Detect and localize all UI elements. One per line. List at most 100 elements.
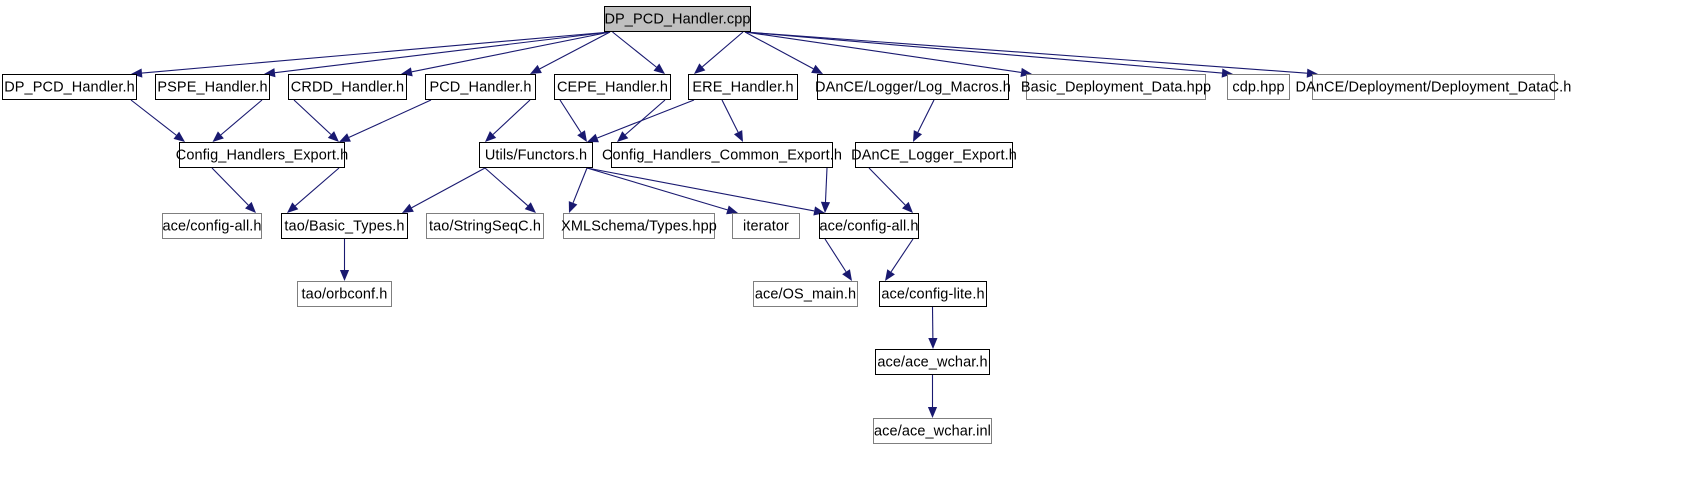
graph-node-cepe_h[interactable]: CEPE_Handler.h — [554, 74, 671, 100]
graph-edge-arrowhead — [913, 130, 923, 142]
graph-edge-arrowhead — [485, 131, 497, 142]
graph-edge — [624, 99, 666, 136]
graph-edge — [211, 167, 249, 206]
graph-node-label: Config_Handlers_Export.h — [175, 147, 349, 164]
graph-edge-arrowhead — [842, 269, 852, 281]
graph-edge — [141, 31, 611, 74]
graph-edge-arrowhead — [339, 133, 351, 142]
graph-edge-arrowhead — [402, 203, 414, 213]
graph-edge — [586, 167, 728, 211]
graph-edge — [539, 31, 611, 70]
graph-node-crdd_h[interactable]: CRDD_Handler.h — [288, 74, 407, 100]
graph-node-label: ace/config-all.h — [819, 218, 919, 235]
graph-edge — [130, 99, 177, 136]
graph-edge-arrowhead — [568, 201, 578, 213]
graph-edge — [744, 31, 1022, 73]
graph-node-label: tao/orbconf.h — [301, 286, 388, 303]
graph-node-xml_types[interactable]: XMLSchema/Types.hpp — [561, 213, 717, 239]
graph-node-basic_types[interactable]: tao/Basic_Types.h — [281, 213, 408, 239]
graph-node-label: ace/ace_wchar.inl — [874, 423, 991, 440]
graph-edge — [824, 167, 828, 203]
graph-edge — [612, 31, 657, 68]
graph-node-label: DAnCE/Deployment/Deployment_DataC.h — [1295, 79, 1572, 96]
graph-node-functors[interactable]: Utils/Functors.h — [479, 142, 593, 168]
graph-edge — [917, 99, 935, 133]
graph-edge — [868, 167, 906, 206]
graph-edge — [293, 99, 332, 135]
graph-node-label: ace/config-lite.h — [881, 286, 985, 303]
graph-node-label: Config_Handlers_Common_Export.h — [601, 147, 843, 164]
graph-edge — [586, 167, 815, 212]
graph-node-label: tao/StringSeqC.h — [428, 218, 542, 235]
graph-node-dp_pcd_h[interactable]: DP_PCD_Handler.h — [2, 74, 137, 100]
graph-edge-arrowhead — [928, 337, 938, 349]
graph-edge — [890, 238, 914, 273]
graph-edge-arrowhead — [653, 63, 665, 74]
graph-edge — [744, 31, 1308, 74]
graph-node-dance_logexp[interactable]: DAnCE_Logger_Export.h — [851, 142, 1017, 168]
graph-node-label: Utils/Functors.h — [484, 147, 588, 164]
graph-node-cfg_all_1[interactable]: ace/config-all.h — [162, 213, 262, 239]
graph-node-label: ace/OS_main.h — [754, 286, 857, 303]
graph-edge — [492, 99, 531, 135]
graph-node-stringseqc[interactable]: tao/StringSeqC.h — [426, 213, 544, 239]
graph-edge-arrowhead — [587, 133, 599, 143]
graph-edge-arrowhead — [694, 63, 706, 74]
graph-edge-arrowhead — [811, 64, 823, 74]
graph-edge — [411, 31, 611, 73]
graph-edge — [572, 167, 588, 203]
graph-edge-arrowhead — [902, 201, 913, 213]
graph-edge-arrowhead — [524, 202, 536, 213]
graph-node-label: cdp.hpp — [1232, 79, 1285, 96]
graph-node-label: DP_PCD_Handler.cpp — [604, 11, 751, 28]
graph-node-label: PCD_Handler.h — [429, 79, 532, 96]
graph-node-cfg_lite[interactable]: ace/config-lite.h — [879, 281, 987, 307]
graph-node-label: ERE_Handler.h — [692, 79, 794, 96]
graph-edge-arrowhead — [212, 131, 224, 142]
graph-edge — [559, 99, 582, 134]
graph-edge — [411, 167, 486, 209]
graph-edge — [348, 99, 432, 138]
graph-node-ace_wchar_h[interactable]: ace/ace_wchar.h — [875, 349, 990, 375]
graph-node-log_macros[interactable]: DAnCE/Logger/Log_Macros.h — [815, 74, 1011, 100]
graph-edge-arrowhead — [617, 131, 629, 142]
graph-node-pcd_h[interactable]: PCD_Handler.h — [425, 74, 536, 100]
graph-node-basic_dep[interactable]: Basic_Deployment_Data.hpp — [1021, 74, 1211, 100]
graph-edge-arrowhead — [820, 201, 831, 213]
graph-node-orbconf[interactable]: tao/orbconf.h — [297, 281, 392, 307]
graph-edge — [744, 31, 1223, 74]
graph-node-ace_wchar_i[interactable]: ace/ace_wchar.inl — [873, 418, 992, 444]
graph-node-label: ace/ace_wchar.h — [877, 354, 988, 371]
graph-edge — [744, 31, 814, 70]
graph-edge-arrowhead — [577, 130, 587, 142]
graph-edge — [721, 99, 739, 133]
graph-node-pspe_h[interactable]: PSPE_Handler.h — [155, 74, 270, 100]
graph-node-common_exp[interactable]: Config_Handlers_Common_Export.h — [602, 142, 842, 168]
graph-edge — [824, 238, 847, 273]
graph-node-ere_h[interactable]: ERE_Handler.h — [688, 74, 798, 100]
graph-edge-arrowhead — [927, 407, 938, 418]
graph-node-dep_datac[interactable]: DAnCE/Deployment/Deployment_DataC.h — [1296, 74, 1571, 100]
graph-edge-arrowhead — [287, 202, 299, 213]
graph-node-iterator[interactable]: iterator — [732, 213, 800, 239]
graph-edge-arrowhead — [327, 131, 339, 142]
graph-node-os_main[interactable]: ace/OS_main.h — [753, 281, 858, 307]
graph-node-root[interactable]: DP_PCD_Handler.cpp — [604, 6, 751, 32]
graph-node-cfg_export[interactable]: Config_Handlers_Export.h — [176, 142, 348, 168]
graph-node-label: tao/Basic_Types.h — [284, 218, 405, 235]
graph-edge — [597, 99, 695, 139]
graph-edge-arrowhead — [530, 64, 542, 74]
graph-node-label: iterator — [743, 218, 789, 235]
graph-node-label: Basic_Deployment_Data.hpp — [1020, 79, 1212, 96]
graph-node-cfg_all_2[interactable]: ace/config-all.h — [819, 213, 919, 239]
graph-node-label: XMLSchema/Types.hpp — [561, 218, 717, 235]
graph-edge-arrowhead — [245, 201, 256, 213]
graph-edge-arrowhead — [885, 269, 895, 281]
graph-node-label: CRDD_Handler.h — [290, 79, 405, 96]
graph-node-label: DAnCE_Logger_Export.h — [851, 147, 1017, 164]
graph-node-cdp_hpp[interactable]: cdp.hpp — [1227, 74, 1290, 100]
graph-node-label: PSPE_Handler.h — [157, 79, 268, 96]
graph-edge-arrowhead — [173, 131, 185, 142]
